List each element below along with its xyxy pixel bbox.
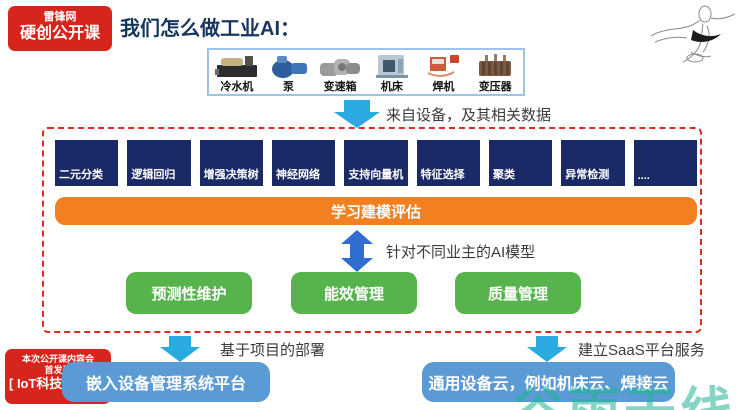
evaluation-bar: 学习建模评估 [55, 197, 697, 225]
saas-deploy-label: 建立SaaS平台服务 [578, 342, 705, 359]
machine-tool-icon [375, 55, 408, 78]
kungfu-sketch-icon [650, 5, 736, 63]
algorithm-box: 神经网络 [271, 140, 336, 186]
application-box-predictive-maintenance: 预测性维护 [126, 272, 252, 314]
application-box-energy-management: 能效管理 [291, 272, 417, 314]
equipment-strip: 冷水机 泵 变速箱 机 [207, 48, 525, 96]
equipment-item-transformer: 变压器 [469, 51, 521, 93]
ai-models-label: 针对不同业主的AI模型 [386, 244, 536, 261]
equipment-label: 泵 [283, 81, 294, 93]
project-deploy-label: 基于项目的部署 [220, 342, 326, 359]
chiller-icon [214, 56, 257, 77]
equipment-item-gearbox: 变速箱 [314, 51, 366, 93]
embedded-platform-box: 嵌入设备管理系统平台 [62, 362, 270, 402]
pump-icon [271, 56, 307, 78]
page-title: 我们怎么做工业AI： [120, 18, 300, 40]
equipment-item-welder: 焊机 [418, 51, 470, 93]
badge-line-1: 雷锋网 [43, 11, 77, 23]
algorithm-box: 特征选择 [416, 140, 480, 186]
welder-icon [427, 55, 459, 77]
transformer-icon [479, 54, 512, 76]
badge-bottom-line-2: 首发于 [44, 365, 72, 375]
devices-down-arrow-icon [334, 100, 380, 128]
application-box-quality-management: 质量管理 [455, 272, 581, 314]
from-devices-label: 来自设备，及其相关数据 [386, 107, 552, 124]
project-deploy-arrow-icon [160, 336, 200, 362]
double-arrow-icon [341, 230, 373, 272]
algorithm-box: 聚类 [488, 140, 553, 186]
algorithm-box: 逻辑回归 [127, 140, 191, 186]
algorithm-box: 支持向量机 [344, 140, 408, 186]
badge-bottom-line-3: [ IoT科技 [9, 376, 63, 391]
belt-swoosh [691, 30, 721, 42]
saas-deploy-arrow-icon [527, 336, 567, 362]
equipment-item-pump: 泵 [263, 51, 315, 93]
equipment-cloud-box: 通用设备云，例如机床云、焊接云 [422, 362, 675, 402]
equipment-label: 冷水机 [220, 81, 254, 93]
equipment-label: 变速箱 [323, 81, 357, 93]
algorithm-box: 异常检测 [561, 140, 625, 186]
model-pipeline-container [42, 127, 702, 333]
site-watermark: 谷雨干线 [512, 370, 736, 410]
leiphone-badge: 雷锋网 硬创公开课 [8, 6, 112, 51]
gearbox-icon [320, 59, 361, 76]
equipment-label: 焊机 [432, 81, 455, 93]
algorithm-box: 增强决策树 [199, 140, 263, 186]
algorithm-box: 二元分类 [55, 140, 119, 186]
equipment-item-machine-tool: 机床 [366, 51, 418, 93]
equipment-item-chiller: 冷水机 [211, 51, 263, 93]
algorithm-box: .... [633, 140, 697, 186]
badge-line-2: 硬创公开课 [19, 25, 100, 42]
equipment-label: 变压器 [478, 81, 512, 93]
equipment-label: 机床 [380, 81, 403, 93]
algorithm-row: 二元分类 逻辑回归 增强决策树 神经网络 支持向量机 特征选择 聚类 异常检测 … [55, 140, 697, 186]
badge-bottom-line-1: 本次公开课内容会 [21, 354, 94, 364]
